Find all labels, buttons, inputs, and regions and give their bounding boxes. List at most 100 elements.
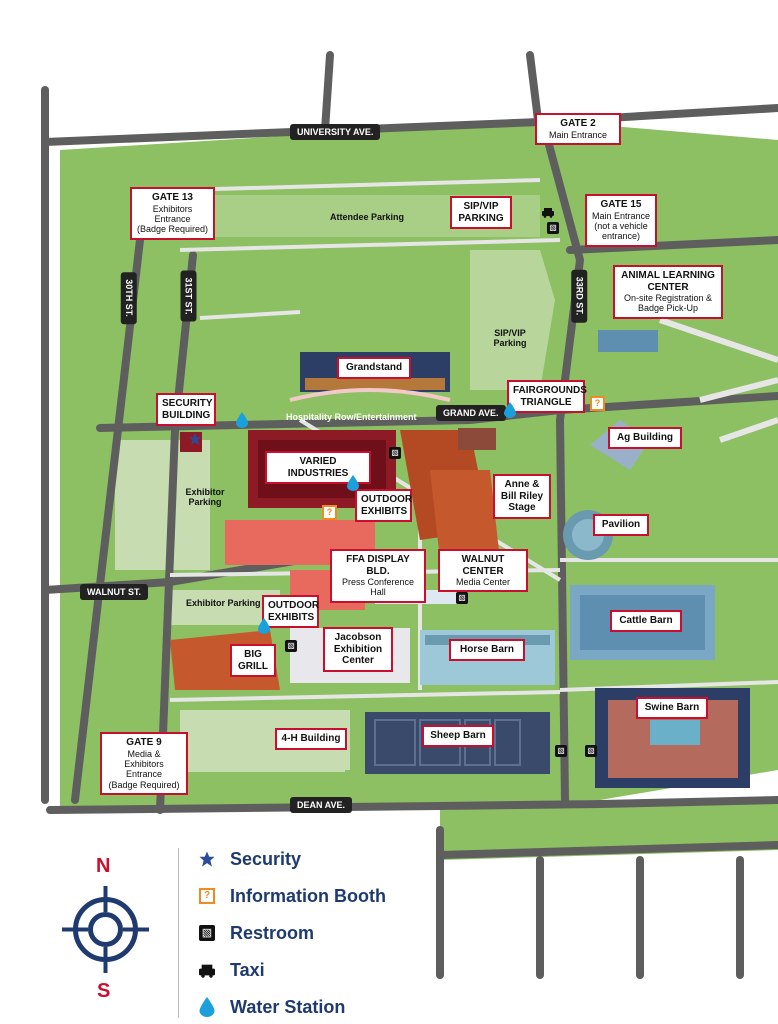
compass-rose-icon — [62, 886, 149, 973]
four-h-building-label: 4-H Building — [275, 728, 347, 750]
north-spur — [321, 51, 334, 134]
fairgrounds-triangle-label: FAIRGROUNDS TRIANGLE — [507, 380, 587, 413]
road-label-31st-st: 31ST ST. — [180, 270, 197, 322]
gate-13-title: GATE 13 — [152, 192, 193, 203]
sip-vip-parking-text: SIP/VIP Parking — [493, 328, 527, 348]
exhibitor-parking-text-2: Exhibitor Parking — [186, 598, 261, 608]
walnut-center-title: WALNUT CENTER — [461, 554, 505, 577]
ffa-display-sub: Press Conference Hall — [341, 577, 415, 598]
taxi-icon — [199, 964, 215, 978]
walnut-center-sub: Media Center — [455, 577, 511, 587]
gate-2-sub: Main Entrance — [548, 129, 608, 140]
legend-label-taxi: Taxi — [230, 959, 265, 980]
compass-north-letter: N — [96, 855, 111, 877]
road-label-30th-st: 30TH ST. — [120, 272, 137, 324]
info-booth-icon: ? — [322, 505, 337, 520]
restroom-icon: ▧ — [585, 745, 597, 757]
bottom-road — [436, 841, 778, 859]
big-grill-label: BIG GRILL — [230, 644, 276, 677]
horse-barn-label: Horse Barn — [449, 639, 525, 661]
road-label-university-ave: UNIVERSITY AVE. — [290, 124, 381, 140]
legend-item-water-station: Water Station — [196, 994, 345, 1020]
security-building-label: SECURITY BUILDING — [156, 393, 216, 426]
gate-2-title: GATE 2 — [560, 118, 596, 129]
gate-13-sub1: Exhibitors — [152, 203, 193, 214]
legend-item-info-booth: ? Information Booth — [196, 883, 386, 909]
legend-item-security: Security — [196, 846, 301, 872]
star-icon — [199, 851, 215, 867]
gate-15-sub1: Main Entrance — [591, 210, 651, 221]
road-label-grand-ave: GRAND AVE. — [436, 405, 506, 421]
east-road-1 — [566, 236, 778, 254]
restroom-icon: ▧ — [285, 640, 297, 652]
gate-9-label: GATE 9 Media & Exhibitors Entrance (Badg… — [100, 732, 188, 795]
swine-barn-label: Swine Barn — [636, 697, 708, 719]
jacobson-label: Jacobson Exhibition Center — [323, 627, 393, 672]
animal-learning-center-building — [598, 330, 658, 352]
water-drop-icon — [258, 618, 270, 634]
restroom-icon: ▧ — [389, 447, 401, 459]
gate-9-sub3: (Badge Required) — [108, 779, 180, 790]
compass: N S — [58, 855, 153, 1005]
sheep-barn-label: Sheep Barn — [422, 725, 494, 747]
gate-2-label: GATE 2 Main Entrance — [535, 113, 621, 145]
33rd-st-road — [541, 126, 585, 804]
legend-label-water-station: Water Station — [230, 996, 346, 1017]
restroom-icon: ▧ — [456, 592, 468, 604]
grandstand-label: Grandstand — [337, 357, 411, 379]
water-drop-icon — [504, 402, 516, 418]
ffa-display-title: FFA DISPLAY BLD. — [346, 554, 410, 577]
gate-13-sub3: (Badge Required) — [136, 224, 209, 235]
restroom-icon: ▧ — [547, 222, 559, 234]
pavilion-label: Pavilion — [593, 514, 649, 536]
walnut-center-building — [420, 590, 460, 604]
road-label-dean-ave: DEAN AVE. — [290, 797, 353, 813]
restroom-icon: ▧ — [199, 925, 215, 941]
north-spur-2 — [526, 51, 542, 124]
legend-label-restroom: Restroom — [230, 922, 315, 943]
gate-13-label: GATE 13 Exhibitors Entrance (Badge Requi… — [130, 187, 215, 240]
road-label-33rd-st: 33RD ST. — [571, 269, 588, 323]
outdoor-exhibits-label-2: OUTDOOR EXHIBITS — [262, 595, 319, 628]
dean-ave-road — [46, 796, 778, 814]
30th-st-road — [71, 236, 144, 804]
cattle-barn-label: Cattle Barn — [610, 610, 682, 632]
gate-15-sub2: (not a vehicle — [594, 220, 648, 231]
compass-south-letter: S — [97, 980, 111, 1002]
legend-divider — [178, 848, 179, 1018]
attendee-parking-text: Attendee Parking — [330, 212, 405, 222]
gate-13-sub2: Entrance — [154, 213, 191, 224]
gate-9-sub2: Exhibitors Entrance — [124, 758, 164, 780]
road-label-walnut-st: WALNUT ST. — [80, 584, 148, 600]
legend-label-security: Security — [230, 848, 302, 869]
exhibitor-parking-text-1: Exhibitor Parking — [185, 487, 225, 507]
legend-item-restroom: ▧ Restroom — [196, 920, 314, 946]
anne-bill-riley-stage-label: Anne & Bill Riley Stage — [493, 474, 551, 519]
info-booth-icon: ? — [590, 396, 605, 411]
animal-learning-center-sub: On-site Registration & Badge Pick-Up — [623, 293, 713, 314]
legend-item-taxi: Taxi — [196, 957, 265, 983]
star-icon — [189, 433, 201, 445]
exhibitor-parking-field-2 — [170, 590, 280, 625]
exhibitor-parking-field — [115, 440, 210, 570]
hospitality-row-text: Hospitality Row/Entertainment — [286, 412, 417, 422]
gate-9-title: GATE 9 — [126, 737, 162, 748]
gate-15-sub3: entrance) — [601, 231, 641, 242]
outdoor-exhibits-label-1: OUTDOOR EXHIBITS — [355, 489, 412, 522]
gate-9-sub1: Media & — [127, 748, 161, 759]
animal-learning-center-title: ANIMAL LEARNING CENTER — [621, 270, 715, 293]
ffa-display-label: FFA DISPLAY BLD. Press Conference Hall — [330, 549, 426, 603]
info-booth-icon: ? — [199, 888, 215, 904]
water-drop-icon — [199, 997, 215, 1017]
water-drop-icon — [347, 475, 359, 491]
gate-15-title: GATE 15 — [600, 199, 642, 210]
water-drop-icon — [236, 412, 248, 428]
restroom-icon: ▧ — [555, 745, 567, 757]
vip-parking-field — [470, 250, 555, 390]
walnut-center-label: WALNUT CENTER Media Center — [438, 549, 528, 593]
animal-learning-center-label: ANIMAL LEARNING CENTER On-site Registrat… — [613, 265, 723, 319]
legend-label-info-booth: Information Booth — [230, 885, 386, 906]
sip-vip-parking-label: SIP/VIP PARKING — [450, 196, 512, 229]
taxi-icon — [542, 208, 554, 218]
